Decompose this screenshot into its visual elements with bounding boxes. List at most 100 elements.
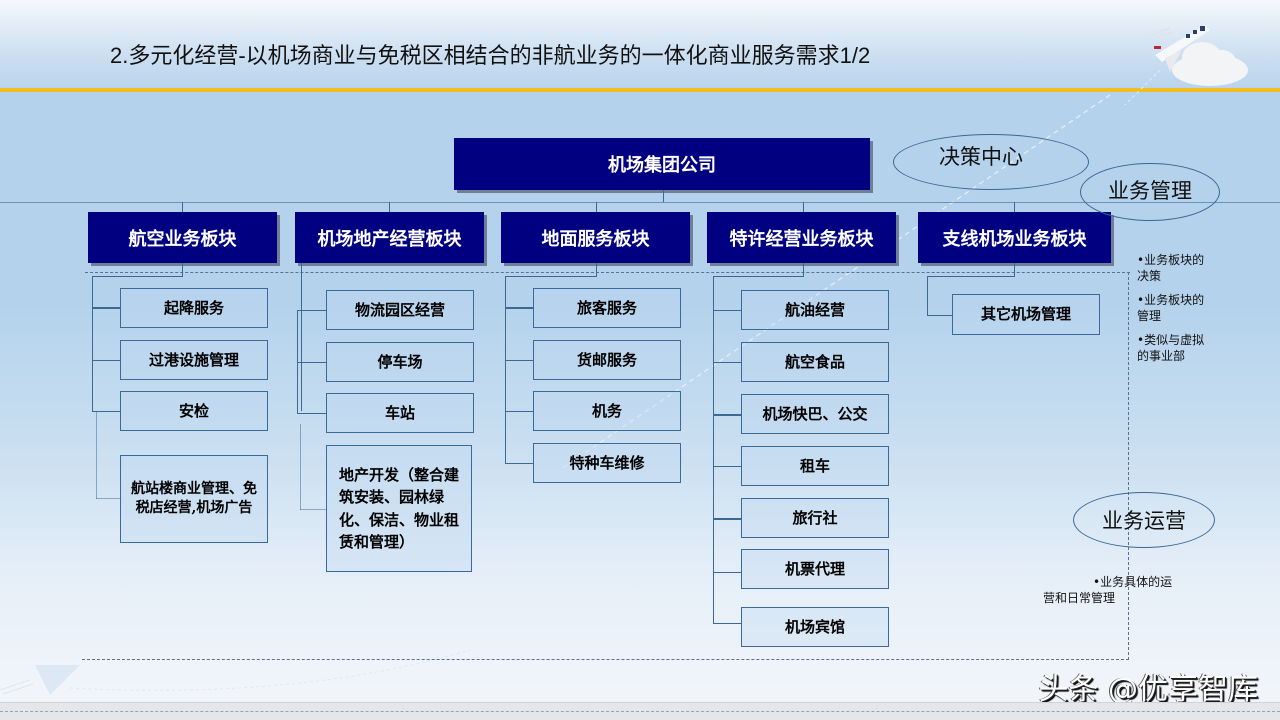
connector bbox=[713, 518, 741, 520]
unit-label: 租车 bbox=[799, 456, 830, 475]
business-management-label: 业务管理 bbox=[1080, 163, 1220, 221]
note-item: •类似与虚拟的事业部 bbox=[1137, 333, 1205, 363]
division-label: 特许经营业务板块 bbox=[729, 228, 874, 250]
unit-box[interactable]: 车站 bbox=[326, 393, 474, 433]
unit-label: 地产开发（整合建筑安装、园林绿化、保洁、物业租赁和管理） bbox=[339, 465, 460, 552]
decision-center-label: 决策中心 bbox=[893, 134, 1089, 190]
unit-box[interactable]: 货邮服务 bbox=[533, 340, 681, 380]
unit-box[interactable]: 航空食品 bbox=[741, 342, 889, 382]
connector bbox=[297, 413, 326, 414]
connector bbox=[297, 362, 326, 363]
root-node[interactable]: 机场集团公司 bbox=[454, 138, 870, 190]
unit-box[interactable]: 航站楼商业管理、免税店经营,机场广告 bbox=[120, 455, 268, 543]
unit-label: 机场宾馆 bbox=[784, 617, 845, 636]
unit-box[interactable]: 旅行社 bbox=[741, 498, 889, 538]
operation-zone-border bbox=[82, 659, 1129, 660]
connector bbox=[505, 360, 534, 361]
connector bbox=[803, 202, 804, 213]
connector bbox=[713, 310, 741, 311]
division-label: 航空业务板块 bbox=[128, 228, 237, 250]
unit-label: 特种车维修 bbox=[569, 453, 645, 472]
ellipse-text: 业务运营 bbox=[1102, 509, 1186, 533]
unit-label: 旅客服务 bbox=[576, 298, 637, 317]
connector bbox=[182, 202, 183, 213]
ellipse-text: 决策中心 bbox=[939, 145, 1023, 169]
title-underline bbox=[0, 88, 1280, 92]
connector bbox=[96, 498, 121, 499]
unit-box[interactable]: 其它机场管理 bbox=[952, 294, 1100, 335]
unit-box[interactable]: 安检 bbox=[120, 391, 268, 431]
division-real-estate[interactable]: 机场地产经营板块 bbox=[295, 212, 484, 263]
connector bbox=[596, 202, 597, 213]
unit-label: 停车场 bbox=[377, 352, 423, 371]
management-zone-border bbox=[85, 272, 1130, 273]
connector bbox=[505, 411, 534, 412]
connector bbox=[505, 276, 597, 277]
connector bbox=[505, 276, 506, 464]
connector bbox=[713, 623, 741, 624]
footer-divider bbox=[0, 711, 1280, 712]
connector bbox=[505, 463, 534, 464]
unit-label: 航油经营 bbox=[784, 300, 845, 319]
unit-label: 车站 bbox=[384, 403, 415, 422]
connector bbox=[92, 276, 93, 411]
unit-box[interactable]: 物流园区经营 bbox=[326, 290, 474, 330]
note-item: •业务板块的决策 bbox=[1137, 253, 1205, 283]
unit-box[interactable]: 机场快巴、公交 bbox=[741, 394, 889, 434]
connector bbox=[96, 411, 97, 499]
connector bbox=[713, 362, 741, 363]
division-ground-service[interactable]: 地面服务板块 bbox=[501, 212, 690, 263]
connector bbox=[713, 276, 714, 573]
connector bbox=[300, 509, 326, 510]
connector bbox=[713, 466, 741, 467]
unit-box[interactable]: 地产开发（整合建筑安装、园林绿化、保洁、物业租赁和管理） bbox=[326, 445, 472, 572]
unit-label: 航站楼商业管理、免税店经营,机场广告 bbox=[131, 481, 257, 516]
unit-box[interactable]: 机票代理 bbox=[741, 549, 889, 589]
unit-box[interactable]: 旅客服务 bbox=[533, 288, 681, 328]
connector bbox=[301, 263, 302, 411]
connector bbox=[927, 315, 953, 316]
connector bbox=[92, 307, 121, 309]
division-label: 支线机场业务板块 bbox=[942, 228, 1087, 250]
connector bbox=[297, 310, 326, 311]
unit-label: 机票代理 bbox=[784, 559, 845, 578]
connector bbox=[300, 424, 301, 510]
division-regional-airport[interactable]: 支线机场业务板块 bbox=[918, 212, 1111, 263]
ellipse-text: 业务管理 bbox=[1108, 179, 1192, 203]
unit-box[interactable]: 航油经营 bbox=[741, 290, 889, 330]
connector bbox=[596, 263, 597, 277]
connector bbox=[1014, 263, 1015, 277]
connector bbox=[927, 276, 928, 316]
unit-box[interactable]: 机务 bbox=[533, 391, 681, 431]
unit-label: 机务 bbox=[591, 401, 622, 420]
unit-box[interactable]: 租车 bbox=[741, 446, 889, 486]
unit-box[interactable]: 停车场 bbox=[326, 342, 474, 382]
unit-label: 安检 bbox=[178, 401, 209, 420]
connector bbox=[297, 310, 298, 413]
note-item: •业务板块的管理 bbox=[1137, 293, 1205, 323]
connector bbox=[389, 202, 390, 213]
connector bbox=[927, 276, 1015, 277]
division-label: 机场地产经营板块 bbox=[317, 228, 462, 250]
division-franchise[interactable]: 特许经营业务板块 bbox=[707, 212, 896, 263]
unit-box[interactable]: 过港设施管理 bbox=[120, 340, 268, 380]
connector bbox=[505, 307, 534, 309]
unit-label: 物流园区经营 bbox=[354, 300, 445, 319]
division-aviation[interactable]: 航空业务板块 bbox=[88, 212, 277, 263]
unit-box[interactable]: 特种车维修 bbox=[533, 443, 681, 483]
management-notes: •业务板块的决策 •业务板块的管理 •类似与虚拟的事业部 bbox=[1137, 252, 1207, 364]
division-label: 地面服务板块 bbox=[541, 228, 650, 250]
unit-label: 货邮服务 bbox=[576, 350, 637, 369]
connector bbox=[92, 360, 121, 361]
unit-box[interactable]: 起降服务 bbox=[120, 288, 268, 328]
operation-note: •业务具体的运营和日常管理 bbox=[1043, 575, 1173, 605]
connector bbox=[1014, 202, 1015, 213]
unit-box[interactable]: 机场宾馆 bbox=[741, 607, 889, 647]
connector bbox=[713, 276, 804, 277]
connector bbox=[663, 190, 664, 202]
watermark: 头条 @优享智库 bbox=[1038, 672, 1258, 707]
root-label: 机场集团公司 bbox=[608, 155, 716, 176]
connector bbox=[713, 573, 714, 623]
unit-label: 机场快巴、公交 bbox=[762, 404, 868, 423]
unit-label: 航空食品 bbox=[784, 352, 845, 371]
